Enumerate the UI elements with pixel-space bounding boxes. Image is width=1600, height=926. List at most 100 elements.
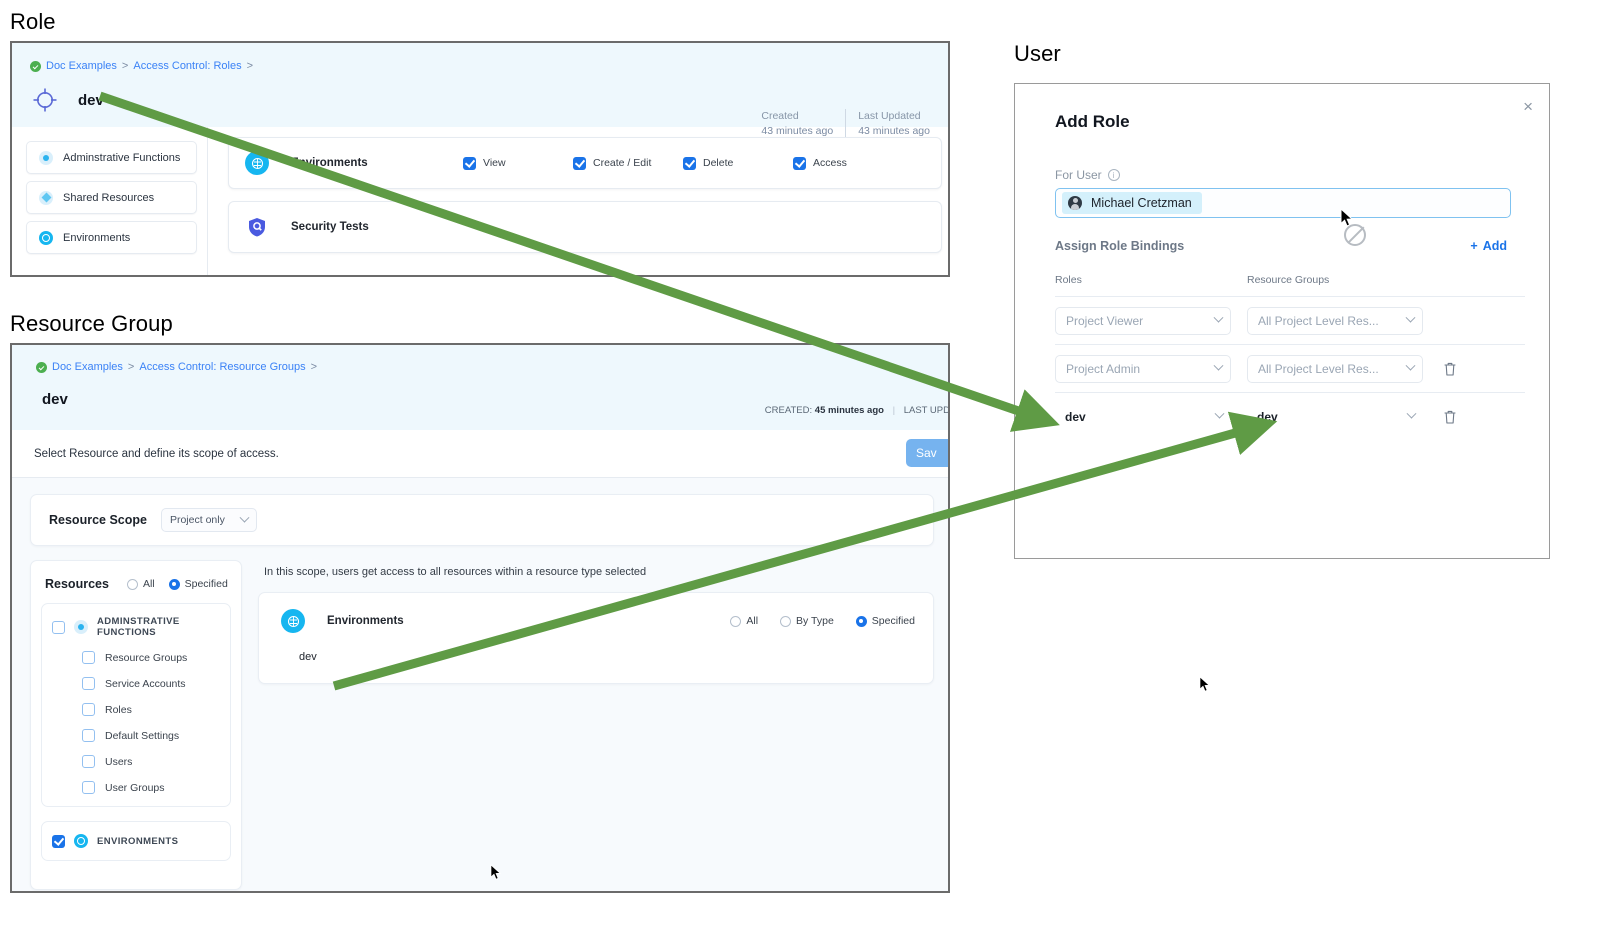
environments-scope-row: Environments All By Type (259, 609, 933, 633)
resources-header: Resources All Specified (31, 561, 241, 601)
role-category-administrative-functions[interactable]: Adminstrative Functions (26, 141, 197, 174)
resource-item-service-accounts[interactable]: Service Accounts (82, 677, 220, 690)
resource-group-select[interactable]: All Project Level Res... (1247, 306, 1423, 335)
resource-item-default-settings[interactable]: Default Settings (82, 729, 220, 742)
info-icon[interactable]: i (1107, 169, 1120, 181)
user-select-input[interactable]: Michael Cretzman (1055, 188, 1511, 218)
checkbox-unchecked-icon[interactable] (82, 703, 95, 716)
resource-group-cell: dev (1247, 403, 1443, 431)
user-name: Michael Cretzman (1091, 196, 1192, 210)
breadcrumb[interactable]: Doc Examples > Access Control: Roles > (30, 60, 253, 72)
resource-group-select[interactable]: dev (1247, 403, 1423, 431)
chevron-down-icon (1405, 312, 1416, 323)
resource-item-users[interactable]: Users (82, 755, 220, 768)
resource-scope-value: Project only (169, 514, 225, 526)
breadcrumb-item-access-control-resource-groups[interactable]: Access Control: Resource Groups (139, 361, 306, 373)
resource-item-label: Service Accounts (105, 677, 186, 690)
role-panel-header: Doc Examples > Access Control: Roles > d… (12, 43, 948, 140)
radio-env-by-type[interactable]: By Type (780, 615, 834, 627)
group-header[interactable]: ENVIRONMENTS (52, 834, 220, 848)
checkbox-checked-icon[interactable] (52, 834, 65, 848)
role-select[interactable]: Project Viewer (1055, 306, 1231, 335)
close-icon[interactable]: × (1523, 97, 1533, 116)
radio-label: By Type (796, 615, 834, 627)
group-header[interactable]: ADMINSTRATIVE FUNCTIONS (52, 616, 220, 638)
radio-label: All (142, 578, 155, 590)
breadcrumb[interactable]: Doc Examples > Access Control: Resource … (36, 361, 317, 373)
checkbox-unchecked-icon[interactable] (82, 677, 95, 690)
role-section-label: Role (10, 9, 56, 34)
resource-item-roles[interactable]: Roles (82, 703, 220, 716)
breadcrumb-item-doc-examples[interactable]: Doc Examples (46, 60, 117, 72)
radio-icon-selected (168, 578, 180, 590)
checkbox-unchecked-icon[interactable] (82, 781, 95, 794)
breadcrumb-item-doc-examples[interactable]: Doc Examples (52, 361, 123, 373)
checkbox-create-edit[interactable]: Create / Edit (573, 156, 683, 170)
group-label: ADMINSTRATIVE FUNCTIONS (97, 616, 180, 638)
subbar-hint: Select Resource and define its scope of … (34, 447, 279, 460)
environments-radio-group: All By Type Specified (730, 615, 915, 627)
radio-env-all[interactable]: All (730, 615, 758, 627)
role-target-icon (30, 85, 60, 115)
shared-resources-icon (39, 190, 53, 205)
checkbox-access[interactable]: Access (793, 156, 903, 170)
permission-row-security-tests[interactable]: Security Tests (228, 201, 942, 253)
role-category-shared-resources[interactable]: Shared Resources (26, 181, 197, 214)
assign-role-bindings-label: Assign Role Bindings (1055, 239, 1185, 253)
breadcrumb-item-access-control-roles[interactable]: Access Control: Roles (133, 60, 242, 72)
checkbox-view[interactable]: View (463, 156, 573, 170)
column-header-roles: Roles (1055, 274, 1082, 286)
resource-scope-select[interactable]: Project only (160, 508, 257, 532)
resource-item-label: Roles (105, 703, 132, 716)
resource-group-body: Resource Scope Project only Resources Al… (12, 478, 948, 891)
column-header-resource-groups: Resource Groups (1247, 274, 1330, 286)
radio-resources-all[interactable]: All (126, 578, 155, 590)
resource-item-user-groups[interactable]: User Groups (82, 781, 220, 794)
checkbox-label: Delete (703, 157, 734, 169)
checkbox-unchecked-icon[interactable] (82, 755, 95, 768)
role-select[interactable]: dev (1055, 403, 1231, 431)
check-icon (463, 156, 476, 170)
add-binding-button[interactable]: + Add (1470, 239, 1507, 253)
user-chip[interactable]: Michael Cretzman (1062, 192, 1202, 214)
user-section-label: User (1014, 41, 1061, 66)
radio-icon (730, 615, 742, 627)
resource-scope-label: Resource Scope (49, 513, 147, 527)
permission-checkboxes: View Create / Edit Delete Access (463, 156, 925, 170)
resource-group-select[interactable]: All Project Level Res... (1247, 354, 1423, 383)
resource-item-label: Default Settings (105, 729, 180, 742)
checkbox-unchecked-icon[interactable] (52, 620, 65, 634)
radio-env-specified[interactable]: Specified (855, 615, 915, 627)
radio-label: All (746, 615, 759, 627)
save-button[interactable]: Sav (906, 439, 948, 467)
role-value: Project Admin (1066, 361, 1141, 376)
role-category-environments[interactable]: Environments (26, 221, 197, 254)
checkbox-unchecked-icon[interactable] (82, 729, 95, 742)
checkbox-unchecked-icon[interactable] (82, 651, 95, 664)
resource-scope-card: Resource Scope Project only (30, 494, 934, 546)
radio-resources-specified[interactable]: Specified (168, 578, 228, 590)
check-icon (683, 156, 696, 170)
security-shield-icon (245, 215, 269, 239)
resource-group-value: dev (1257, 409, 1278, 424)
check-icon (573, 156, 586, 170)
rg-meta-created-value: 45 minutes ago (814, 405, 884, 416)
resource-group-name: dev (42, 391, 68, 408)
checkbox-delete[interactable]: Delete (683, 156, 793, 170)
role-select[interactable]: Project Admin (1055, 354, 1231, 383)
radio-label: Specified (871, 615, 915, 627)
permission-row-environments[interactable]: Environments View Create / Edit Delete (228, 137, 942, 189)
resource-item-resource-groups[interactable]: Resource Groups (82, 651, 220, 664)
delete-icon[interactable] (1443, 361, 1457, 377)
delete-icon[interactable] (1443, 409, 1457, 425)
role-panel-body: Adminstrative Functions Shared Resources… (12, 127, 948, 275)
environments-icon (74, 834, 88, 848)
radio-icon (780, 615, 792, 627)
administrative-functions-icon (74, 620, 88, 634)
radio-icon (126, 578, 138, 590)
resource-group-value: All Project Level Res... (1258, 313, 1379, 328)
avatar (1068, 196, 1082, 210)
radio-icon-selected (855, 615, 867, 627)
resource-group-value: All Project Level Res... (1258, 361, 1379, 376)
permission-name: Security Tests (291, 221, 369, 233)
